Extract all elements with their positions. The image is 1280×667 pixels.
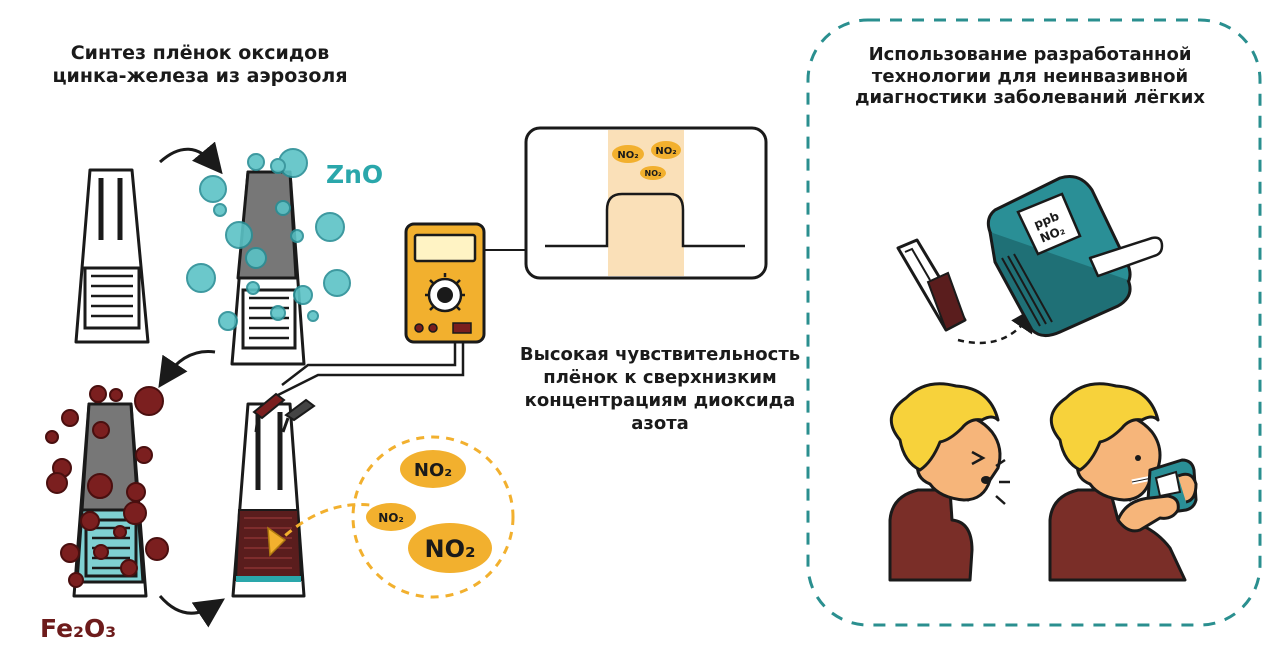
- sensor-measured: [231, 402, 306, 598]
- diagnostics-frame: [806, 18, 1262, 627]
- no2-bubble: [351, 435, 515, 599]
- multimeter-probes: [252, 336, 465, 433]
- no2-label-tiny: NO₂: [378, 511, 404, 525]
- sensor-zno: [230, 170, 306, 366]
- arrow-step-2: [158, 350, 216, 388]
- fe2o3-label: Fe₂O₃: [40, 614, 117, 643]
- no2-label-medium: NO₂: [414, 460, 452, 481]
- sample-vial: [896, 238, 967, 332]
- sensor-blank: [74, 168, 150, 344]
- diagnostics-title: Использование разработанной технологии д…: [855, 44, 1205, 109]
- response-graph: [524, 126, 768, 280]
- arrow-step-1: [158, 141, 223, 175]
- no2-label-large: NO₂: [425, 535, 476, 563]
- boy-coughing: [888, 382, 1010, 582]
- breath-analyzer: [986, 175, 1164, 337]
- vial-arrow: [957, 306, 1036, 345]
- no2-label-small-1: NO₂: [617, 150, 638, 161]
- no2-label-small-3: NO₂: [645, 169, 662, 178]
- sensitivity-caption: Высокая чувствительность плёнок к сверхн…: [519, 344, 801, 435]
- no2-label-small-2: NO₂: [655, 146, 676, 157]
- fe2o3-particles: [45, 385, 169, 588]
- zno-particles: [186, 148, 351, 331]
- zoom-arrow: [273, 503, 371, 547]
- synthesis-title: Синтез плёнок оксидов цинка-железа из аэ…: [52, 42, 348, 87]
- arrow-step-3: [158, 595, 225, 628]
- boy-testing: [1048, 382, 1198, 582]
- multimeter: [404, 222, 486, 344]
- zno-label: ZnO: [326, 160, 384, 189]
